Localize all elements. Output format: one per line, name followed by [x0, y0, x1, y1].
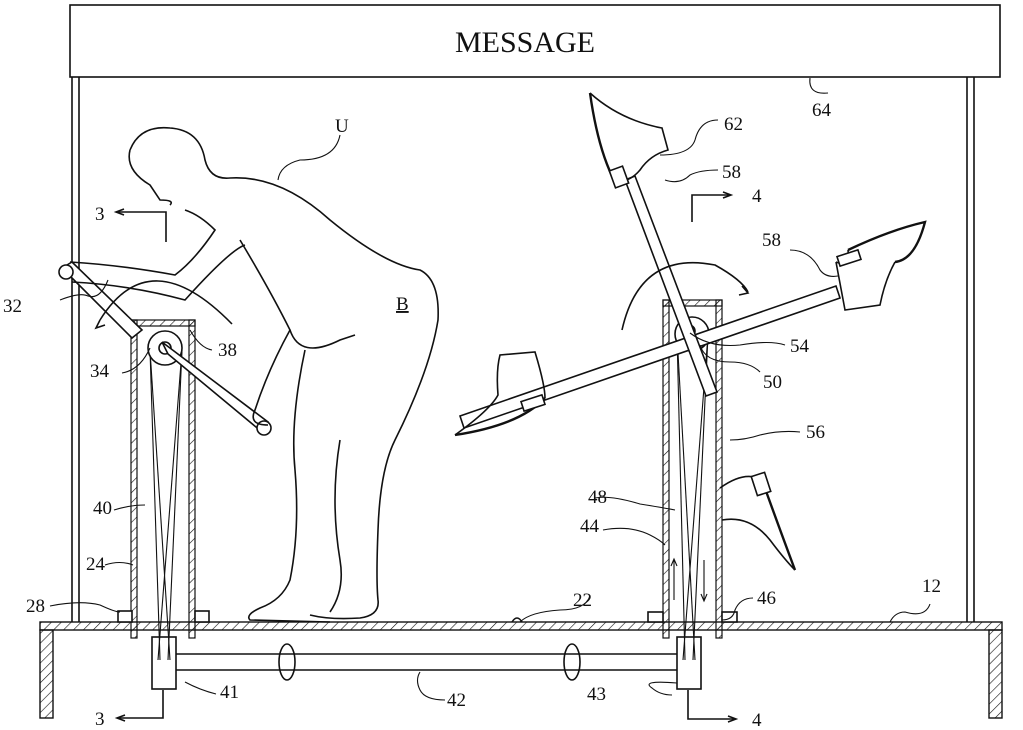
label-32: 32: [3, 296, 22, 317]
message-text: MESSAGE: [455, 26, 595, 59]
label-43: 43: [587, 684, 606, 705]
section-4-top: 4: [752, 186, 762, 207]
label-58-top: 58: [722, 162, 741, 183]
label-64: 64: [812, 100, 832, 121]
reference-labels: 64 U B 62 58 58 32 34 38 40 24 28 41 42 …: [3, 100, 941, 711]
label-28: 28: [26, 596, 45, 617]
label-58-right: 58: [762, 230, 781, 251]
foot-cranks: [454, 92, 927, 571]
label-38: 38: [218, 340, 237, 361]
label-56: 56: [806, 422, 825, 443]
hand-crank: [58, 260, 272, 436]
label-44: 44: [580, 516, 600, 537]
label-34: 34: [90, 361, 110, 382]
label-48: 48: [588, 487, 607, 508]
section-3-top: 3: [95, 204, 105, 225]
label-B: B: [396, 294, 409, 315]
frame-posts: [71, 77, 975, 622]
label-40: 40: [93, 498, 112, 519]
label-50: 50: [763, 372, 782, 393]
label-54: 54: [790, 336, 810, 357]
leader-lines: [49, 77, 931, 701]
section-4-bottom: 4: [752, 710, 762, 730]
section-markers: 3 3 4 4: [95, 186, 762, 730]
label-62: 62: [724, 114, 743, 135]
platform: [39, 621, 1003, 719]
foot-lower-pulley: [676, 636, 702, 690]
label-22: 22: [573, 590, 592, 611]
drive-shaft: [175, 643, 678, 681]
label-46: 46: [757, 588, 776, 609]
label-U: U: [335, 116, 349, 137]
user-silhouette: [69, 126, 439, 623]
label-12: 12: [922, 576, 941, 597]
label-41: 41: [220, 682, 239, 703]
message-banner: MESSAGE: [69, 4, 1001, 78]
hand-lower-pulley: [151, 636, 177, 690]
label-24: 24: [86, 554, 106, 575]
hand-column: [117, 319, 210, 661]
section-3-bottom: 3: [95, 709, 105, 730]
label-42: 42: [447, 690, 466, 711]
